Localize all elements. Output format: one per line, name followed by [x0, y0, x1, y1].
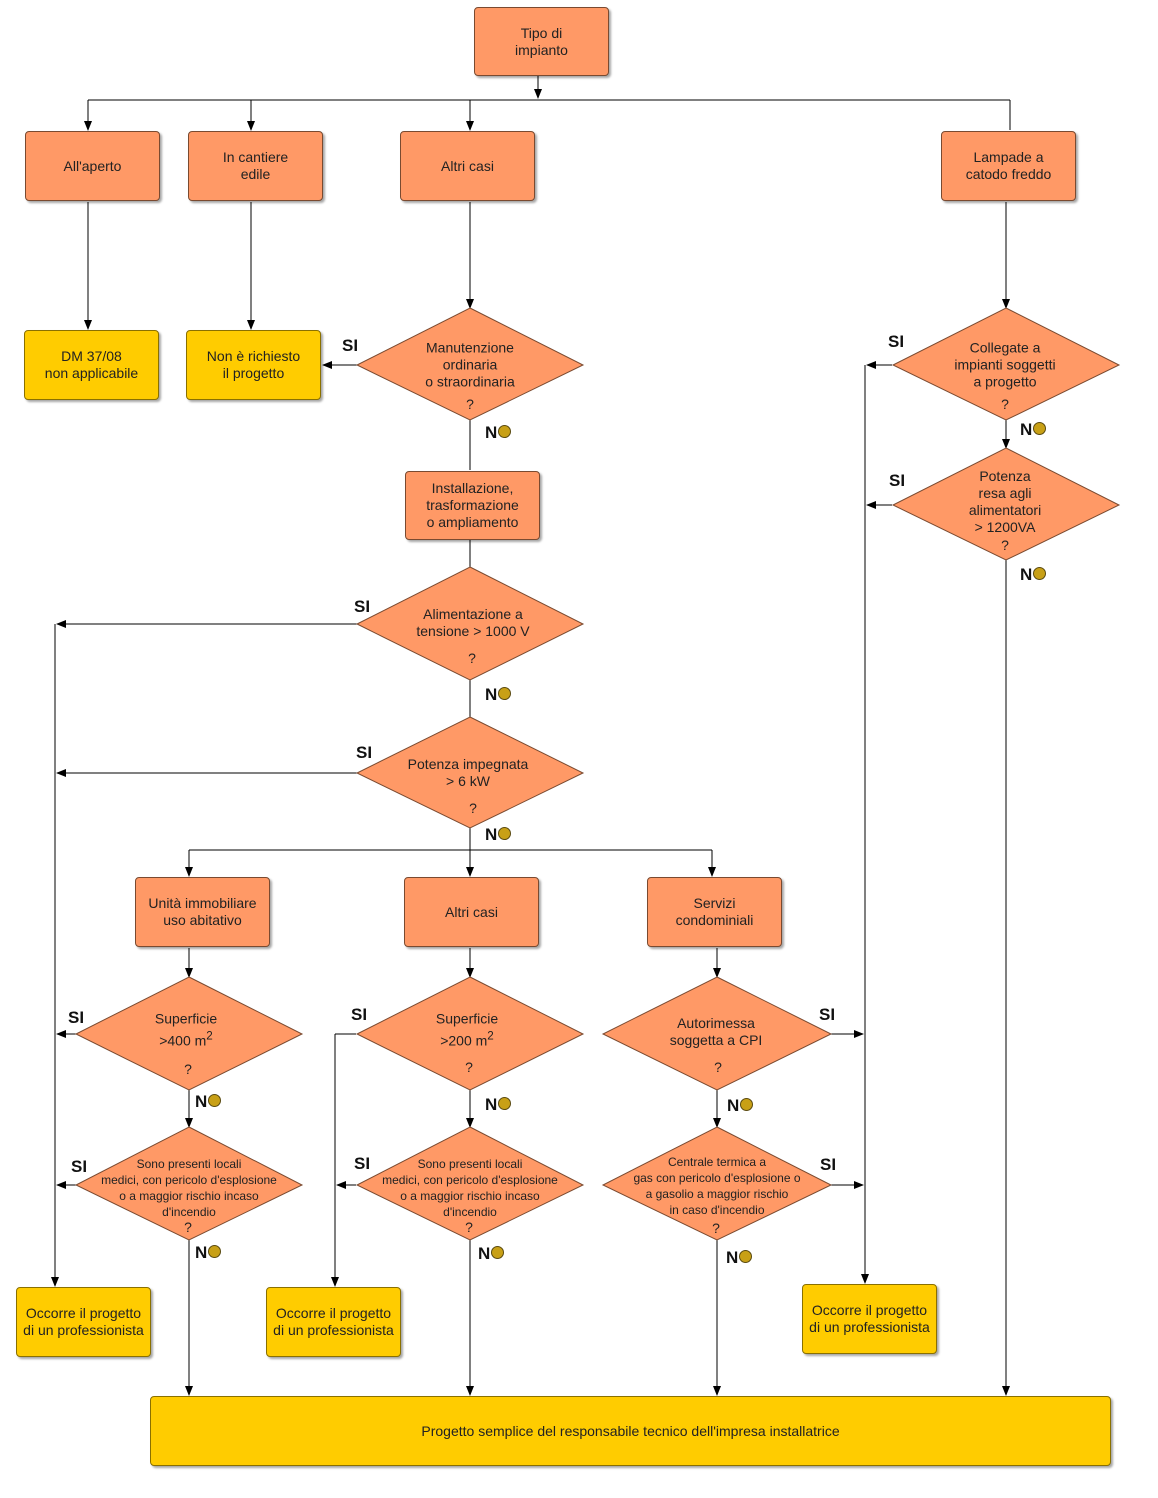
result-progetto-semplice: Progetto semplice del responsabile tecni…: [150, 1396, 1111, 1466]
text-locali-b: Sono presenti locali medici, con pericol…: [382, 1157, 558, 1219]
q-alimentazione: ?: [468, 650, 476, 666]
no-dot-icon: [1033, 567, 1047, 581]
no-dot-icon: [739, 1250, 753, 1264]
no-dot-icon: [1033, 422, 1047, 436]
q-locali-b: ?: [465, 1219, 473, 1235]
q-locali-a: ?: [184, 1219, 192, 1235]
no-label-text: N: [485, 825, 498, 844]
q-potenza-resa: ?: [1001, 537, 1009, 553]
decision-centrale-termica: [601, 1126, 833, 1241]
decision-superficie-200: [355, 976, 585, 1091]
no-label-text: N: [485, 423, 498, 442]
no-label-text: N: [1020, 420, 1033, 439]
no-label: N: [485, 423, 512, 443]
si-label: SI: [356, 743, 373, 762]
no-dot-icon: [491, 1246, 505, 1260]
q-superficie-400: ?: [184, 1061, 192, 1077]
no-label-text: N: [478, 1244, 491, 1263]
si-label: SI: [71, 1157, 88, 1176]
no-dot-icon: [498, 827, 512, 841]
no-label: N: [727, 1096, 754, 1116]
no-label: N: [485, 685, 512, 705]
text-autorimessa: Autorimessa soggetta a CPI: [669, 1015, 763, 1048]
si-label: SI: [819, 1005, 836, 1024]
text-potenza-resa: Potenza resa agli alimentatori > 1200VA: [968, 468, 1042, 535]
si-label: SI: [342, 336, 359, 355]
result-occorre-progetto-1: Occorre il progetto di un professionista: [16, 1287, 151, 1357]
text-superficie-200: Superficie >200 m2: [436, 1011, 498, 1050]
result-dm-non-applicabile: DM 37/08 non applicabile: [24, 330, 159, 400]
decision-manutenzione: [355, 307, 585, 421]
decision-autorimessa: [601, 976, 833, 1091]
node-all-aperto: All'aperto: [25, 131, 160, 201]
node-in-cantiere: In cantiere edile: [188, 131, 323, 201]
si-label: SI: [354, 597, 371, 616]
decision-locali-b: [355, 1126, 585, 1241]
node-lampade: Lampade a catodo freddo: [941, 131, 1076, 201]
no-label: N: [726, 1248, 753, 1268]
no-label-text: N: [1020, 565, 1033, 584]
decision-collegate: [891, 307, 1121, 421]
no-label: N: [485, 825, 512, 845]
decision-superficie-400: [74, 976, 304, 1091]
no-label: N: [478, 1244, 505, 1264]
decision-locali-a: [74, 1126, 304, 1241]
q-superficie-200: ?: [465, 1059, 473, 1075]
no-label: N: [195, 1243, 222, 1263]
q-collegate: ?: [1001, 396, 1009, 412]
text-centrale-termica: Centrale termica a gas con pericolo d'es…: [633, 1155, 801, 1217]
si-label: SI: [820, 1155, 837, 1174]
text-collegate: Collegate a impianti soggetti a progetto: [954, 339, 1056, 390]
no-label-text: N: [727, 1096, 740, 1115]
no-label-text: N: [195, 1092, 208, 1111]
text-manutenzione: Manutenzione ordinaria o straordinaria: [425, 339, 515, 390]
no-dot-icon: [208, 1094, 222, 1108]
result-non-richiesto: Non è richiesto il progetto: [186, 330, 321, 400]
decision-alimentazione: [355, 566, 585, 681]
q-centrale-termica: ?: [712, 1220, 720, 1236]
no-dot-icon: [498, 687, 512, 701]
node-installazione: Installazione, trasformazione o ampliame…: [405, 471, 540, 540]
no-label: N: [485, 1095, 512, 1115]
no-label-text: N: [195, 1243, 208, 1262]
text-potenza-impegnata: Potenza impegnata > 6 kW: [407, 756, 529, 789]
text-superficie-400: Superficie >400 m2: [155, 1011, 217, 1050]
no-label-text: N: [485, 685, 498, 704]
superficie-200-label: Superficie >200 m: [435, 1010, 499, 1049]
no-label: N: [1020, 565, 1047, 585]
no-dot-icon: [498, 425, 512, 439]
q-autorimessa: ?: [714, 1059, 722, 1075]
superficie-400-label: Superficie >400 m: [154, 1010, 218, 1049]
no-label: N: [195, 1092, 222, 1112]
node-altri-casi: Altri casi: [400, 131, 535, 201]
result-occorre-progetto-2: Occorre il progetto di un professionista: [266, 1287, 401, 1357]
no-dot-icon: [498, 1097, 512, 1111]
node-unita-immobiliare: Unità immobiliare uso abitativo: [135, 877, 270, 947]
no-label-text: N: [485, 1095, 498, 1114]
text-locali-a: Sono presenti locali medici, con pericol…: [101, 1157, 277, 1219]
node-altri-casi-2: Altri casi: [404, 877, 539, 947]
si-label: SI: [68, 1008, 85, 1027]
superficie-400-exp: 2: [206, 1029, 213, 1043]
no-label: N: [1020, 420, 1047, 440]
decision-potenza-resa: [891, 447, 1121, 561]
result-occorre-progetto-3: Occorre il progetto di un professionista: [802, 1284, 937, 1354]
no-dot-icon: [740, 1098, 754, 1112]
q-potenza-impegnata: ?: [469, 800, 477, 816]
decision-potenza-impegnata: [355, 716, 585, 829]
si-label: SI: [354, 1154, 371, 1173]
superficie-200-exp: 2: [487, 1029, 494, 1043]
si-label: SI: [889, 471, 906, 490]
si-label: SI: [888, 332, 905, 351]
si-label: SI: [351, 1005, 368, 1024]
text-alimentazione: Alimentazione a tensione > 1000 V: [416, 606, 530, 639]
no-dot-icon: [208, 1245, 222, 1259]
no-label-text: N: [726, 1248, 739, 1267]
q-manutenzione: ?: [466, 396, 474, 412]
node-servizi-condominiali: Servizi condominiali: [647, 877, 782, 947]
node-tipo-impianto: Tipo di impianto: [474, 7, 609, 76]
